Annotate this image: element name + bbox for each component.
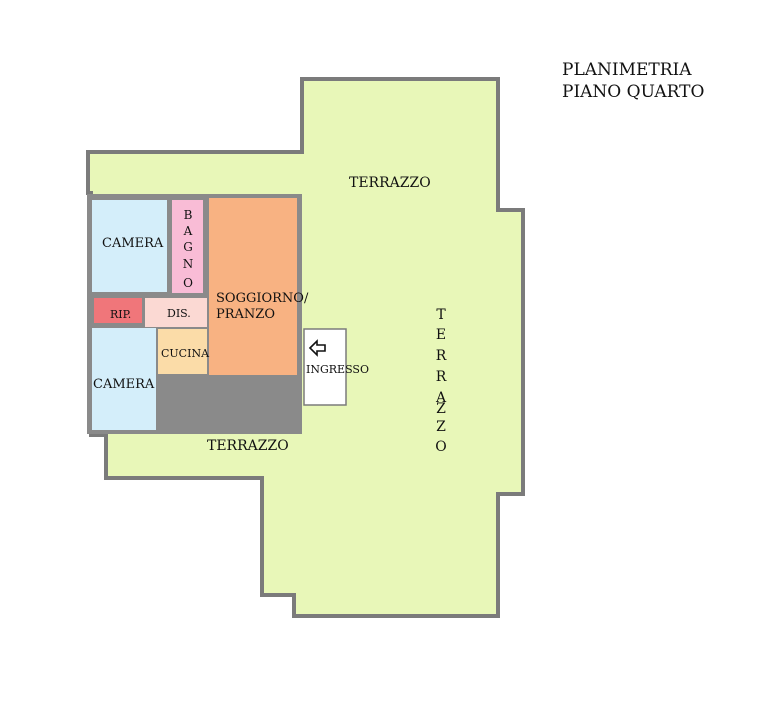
svg-text:R: R (436, 369, 447, 385)
room-rip[interactable] (94, 298, 142, 323)
svg-text:A: A (435, 390, 447, 406)
svg-text:R: R (436, 348, 447, 364)
svg-text:T: T (436, 307, 446, 323)
plan-title-line1: PLANIMETRIA (562, 60, 692, 80)
svg-text:E: E (436, 327, 446, 343)
label-ingresso: INGRESSO (306, 363, 369, 376)
label-camera-bottom: CAMERA (93, 377, 155, 392)
svg-text:Z: Z (436, 401, 446, 417)
svg-text:G: G (183, 240, 193, 254)
label-terrazzo-top: TERRAZZO (349, 175, 431, 191)
plan-title-line2: PIANO QUARTO (562, 82, 704, 102)
label-rip: RIP. (110, 308, 131, 321)
svg-text:O: O (183, 276, 193, 290)
label-cucina: CUCINA (161, 347, 210, 360)
room-dis[interactable] (145, 298, 207, 327)
svg-text:O: O (435, 439, 446, 455)
label-terrazzo-vertical: T E R R A Z Z O (435, 307, 447, 455)
room-camera-bottom[interactable] (92, 328, 156, 430)
label-bagno: B A G N O (183, 208, 194, 290)
room-soggiorno[interactable] (209, 198, 297, 375)
svg-text:Z: Z (436, 419, 446, 435)
kitchen-wall-extension (155, 374, 207, 380)
label-dis: DIS. (167, 307, 191, 320)
room-bagno[interactable] (172, 200, 203, 293)
room-cucina[interactable] (158, 329, 207, 374)
label-camera-top: CAMERA (102, 236, 164, 251)
left-arrow-icon (308, 339, 326, 357)
room-ingresso[interactable] (303, 328, 347, 406)
label-soggiorno-line1: SOGGIORNO/ (216, 291, 309, 306)
svg-text:A: A (183, 224, 193, 238)
room-camera-top[interactable] (92, 200, 167, 292)
label-terrazzo-bottom: TERRAZZO (207, 438, 289, 454)
svg-text:N: N (183, 257, 194, 271)
label-soggiorno-line2: PRANZO (216, 307, 275, 322)
svg-text:B: B (184, 208, 193, 222)
